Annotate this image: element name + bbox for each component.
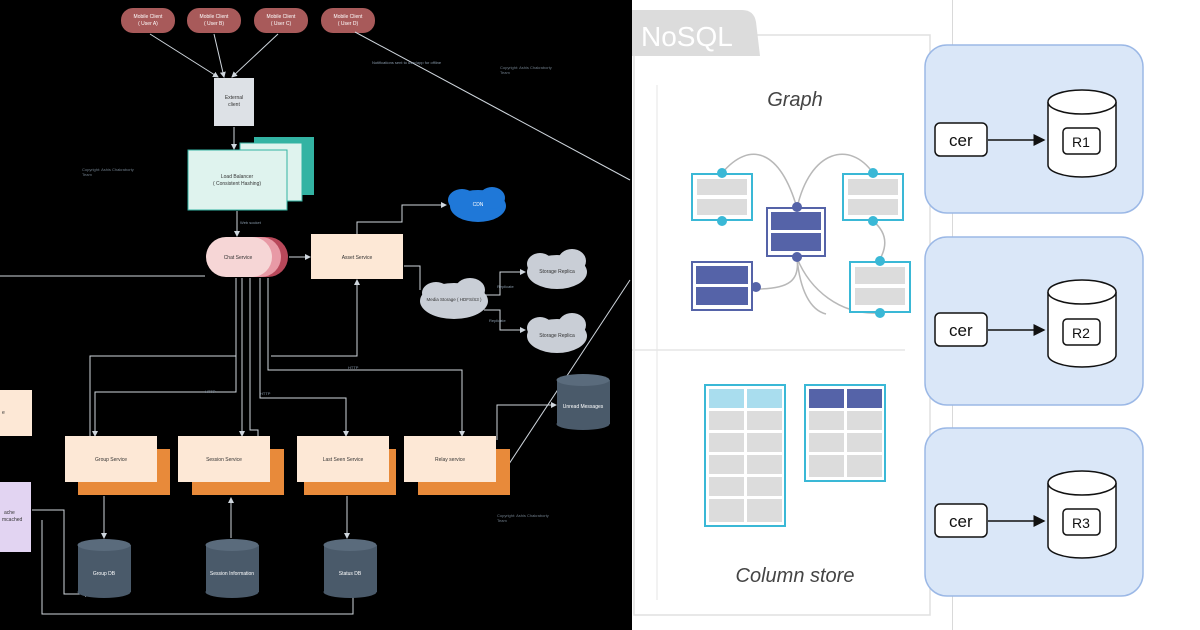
column-store-illustration [704, 384, 886, 527]
svg-text:Session Service: Session Service [206, 457, 242, 463]
graph-title: Graph [767, 89, 823, 111]
session-information-db: Session Information [205, 539, 259, 598]
media-storage-cloud: Media Storage ( HDFS/S3 ) [420, 278, 488, 319]
svg-text:Group Service: Group Service [95, 457, 127, 463]
last-seen-service: Last Seen Service [297, 436, 396, 495]
balancer-label-3: cer [949, 512, 973, 531]
replica-panel: cer R1 cer R2 ce [924, 0, 1200, 630]
svg-text:Mobile Client( User B): Mobile Client( User B) [200, 14, 230, 27]
http-label-3: HTTP [348, 365, 359, 370]
replica-cylinder-2: R2 [1047, 279, 1117, 368]
replicate-label-2: Replicate [489, 318, 506, 323]
relay-service: Relay service [404, 436, 510, 495]
client-user-a-line2: ( User A) [138, 21, 158, 27]
svg-text:Unread Messages: Unread Messages [563, 404, 604, 410]
svg-text:Chat Service: Chat Service [224, 255, 253, 261]
group-service: Group Service [65, 436, 170, 495]
svg-text:Last Seen Service: Last Seen Service [323, 457, 364, 463]
svg-text:Media Storage ( HDFS/S3 ): Media Storage ( HDFS/S3 ) [426, 297, 482, 302]
client-user-a-label: Mobile Client( User A) [134, 14, 164, 27]
balancer-box-2 [934, 312, 988, 347]
replica-label-2: R2 [1072, 325, 1090, 341]
asset-service: Asset Service [311, 234, 403, 279]
nosql-tag-bg [632, 10, 760, 56]
svg-text:Load Balancer( Consistent Hash: Load Balancer( Consistent Hashing) [213, 174, 261, 187]
svg-text:CDN: CDN [473, 202, 484, 208]
svg-text:Session Information: Session Information [210, 571, 254, 577]
load-balancer: Load Balancer( Consistent Hashing) [187, 137, 314, 211]
unread-messages-db: Unread Messages [556, 374, 610, 430]
left-edge-box-1: e [0, 390, 32, 436]
column-store-title: Column store [736, 565, 855, 587]
replicate-label-1: Replicate [497, 284, 514, 289]
session-service: Session Service [178, 436, 284, 495]
annotation-top: Notifications sent to user/app for offli… [372, 60, 442, 65]
svg-text:Mobile Client( User C): Mobile Client( User C) [267, 14, 297, 27]
chat-service: Chat Service [206, 237, 288, 277]
svg-text:Asset Service: Asset Service [342, 255, 373, 261]
svg-text:Storage Replica: Storage Replica [539, 333, 575, 339]
svg-text:Storage Replica: Storage Replica [539, 269, 575, 275]
balancer-label-1: cer [949, 131, 973, 150]
replica-region-1: cer R1 [924, 44, 1144, 214]
client-user-c: Mobile Client( User C) [254, 8, 308, 33]
nosql-tag: NoSQL [641, 21, 733, 52]
status-db: Status DB [323, 539, 377, 598]
replica-region-2: cer R2 [924, 236, 1144, 406]
nosql-card [633, 34, 931, 616]
websocket-label: Web socket [240, 220, 262, 225]
balancer-box-1 [934, 122, 988, 157]
client-user-a-line1: Mobile Client [134, 14, 164, 20]
client-user-d: Mobile Client( User D) [321, 8, 375, 33]
graph-illustration [691, 153, 911, 318]
svg-text:Status DB: Status DB [339, 571, 362, 577]
storage-replica-2: Storage Replica [527, 313, 587, 353]
replica-region-3: cer R3 [924, 427, 1144, 597]
balancer-box-3 [934, 503, 988, 538]
nosql-panel: NoSQL Graph [632, 0, 952, 630]
balancer-label-2: cer [949, 321, 973, 340]
chat-service-connectors [0, 275, 465, 437]
architecture-diagram: Mobile Client( User A) Mobile Client( Us… [0, 0, 632, 630]
replica-label-3: R3 [1072, 515, 1090, 531]
http-label-2: HTTP [260, 391, 271, 396]
storage-replica-1: Storage Replica [527, 249, 587, 289]
client-user-b: Mobile Client( User B) [187, 8, 241, 33]
client-user-a: Mobile Client( User A) [121, 8, 175, 33]
client-connectors [149, 31, 631, 471]
group-db: Group DB [77, 539, 131, 598]
cdn-cloud: CDN [448, 187, 506, 222]
svg-text:e: e [2, 410, 5, 416]
http-label-1: HTTP [205, 389, 216, 394]
svg-text:Group DB: Group DB [93, 571, 116, 577]
replica-cylinder-1: R1 [1047, 89, 1117, 178]
svg-text:Mobile Client( User D): Mobile Client( User D) [334, 14, 364, 27]
diagram-background [0, 0, 632, 630]
replica-cylinder-3: R3 [1047, 470, 1117, 559]
replica-label-1: R1 [1072, 134, 1090, 150]
svg-text:Relay service: Relay service [435, 457, 465, 463]
